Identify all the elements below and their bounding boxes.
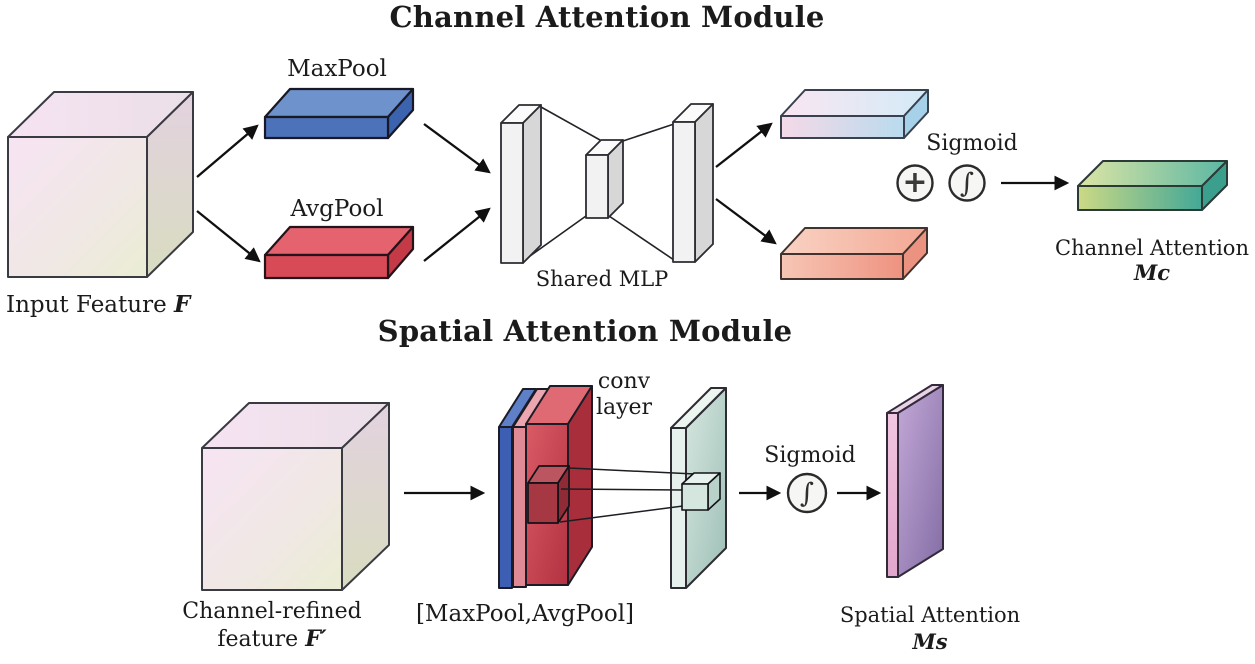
spatial-attention-symbol: Ms: [912, 629, 948, 654]
stack-blue-front: [498, 426, 513, 589]
ms-side-face: [897, 384, 944, 578]
channel-module-title: Channel Attention Module: [389, 0, 825, 34]
maxpool-front-face: [263, 115, 390, 140]
arrow-cube-to-maxpool: [196, 124, 259, 178]
concat-label: [MaxPool,AvgPool]: [415, 601, 635, 627]
conv-kernel-cube: [527, 465, 570, 524]
plus-circle: [896, 164, 934, 202]
concat-slab-stack: [498, 385, 593, 589]
channel-refined-label-line2: feature F′: [167, 626, 377, 652]
avgpool-front-face: [263, 253, 390, 280]
mlp-output-layer: [672, 103, 714, 263]
conv-projection-lines: [559, 467, 696, 523]
plus-symbol: +: [902, 165, 928, 200]
stack-pink-front: [512, 426, 527, 588]
avgpool-slab: [263, 225, 415, 280]
shared-mlp-label: Shared MLP: [535, 267, 669, 291]
sigmoid-integral-spatial: ∫: [799, 477, 815, 509]
mlp-line-bottom-right: [608, 215, 675, 261]
spatial-module-title: Spatial Attention Module: [377, 314, 793, 348]
input-feature-text: Input Feature: [6, 292, 174, 318]
sigmoid-label-spatial: Sigmoid: [764, 443, 856, 468]
conv-layer-label-line2: layer: [595, 395, 653, 420]
maxpool-label: MaxPool: [287, 56, 387, 82]
arrow-avgpool-to-mlp: [423, 207, 491, 262]
arrow-mlp-to-avg-output: [715, 198, 777, 245]
sigmoid-circle-channel: [948, 164, 986, 202]
avg-branch-output-slab: [780, 227, 928, 280]
input-feature-cube: [7, 91, 194, 278]
mlp-line-top-right: [622, 123, 675, 142]
spatial-attention-slab: [886, 384, 944, 578]
channel-attention-slab: [1077, 160, 1228, 211]
sigmoid-circle-spatial: [786, 472, 828, 514]
teal-front-strip: [670, 427, 687, 589]
shared-mlp: [500, 103, 714, 264]
flow-arrows: [196, 122, 1070, 501]
channel-refined-symbol: F′: [305, 626, 327, 652]
conv-output-pixel-box: [681, 472, 721, 511]
arrow-mlp-to-max-output: [715, 122, 773, 168]
channel-attention-symbol: Mc: [1133, 260, 1171, 285]
mlp-input-layer: [500, 104, 542, 264]
conv-layer-label-line1: conv: [597, 369, 651, 394]
cube-front-face: [7, 136, 148, 278]
spatial-attention-label: Spatial Attention: [839, 603, 1021, 627]
cube2-front-face: [201, 447, 343, 591]
arrow-cube-to-avgpool: [196, 210, 261, 263]
ms-front-strip: [886, 412, 899, 578]
mlp-line-top-left: [540, 106, 601, 141]
sigmoid-integral-channel: ∫: [959, 167, 975, 199]
max-branch-output-slab: [780, 89, 929, 139]
maxpool-slab: [263, 87, 415, 140]
mlp-hidden-layer: [585, 139, 624, 219]
avgpool-label: AvgPool: [290, 196, 384, 222]
sigmoid-label-channel: Sigmoid: [926, 131, 1018, 156]
input-feature-label: Input Feature F: [6, 291, 286, 318]
channel-attention-label: Channel Attention: [1055, 236, 1249, 260]
channel-refined-text: feature: [217, 627, 306, 652]
arrow-maxpool-to-mlp: [423, 123, 491, 174]
input-feature-symbol: F: [174, 291, 191, 318]
channel-refined-label-line1: Channel-refined: [182, 599, 362, 624]
channel-refined-cube: [201, 402, 390, 591]
